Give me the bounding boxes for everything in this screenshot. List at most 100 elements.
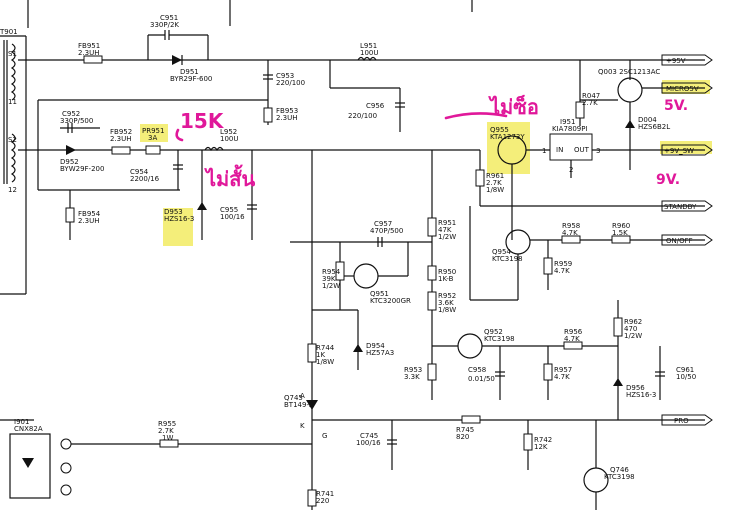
q745-thyristor-icon [306,400,318,410]
r955-icon [159,439,179,448]
label-q952: Q952 [484,328,503,336]
label-fb953-value: 2.3UH [276,114,298,122]
label-q955: Q955 [490,126,509,134]
label-gate-g: G [322,432,327,440]
label-r744: R744 [316,344,335,352]
label-fb954: FB954 [78,210,101,218]
fb954-icon [65,207,75,223]
highlight-pr951 [140,124,168,142]
r952-icon [427,291,437,311]
label-c953: C953 [276,72,294,80]
label-c951: C951 [160,14,178,22]
label-c954: C954 [130,168,149,176]
r741-icon [307,489,317,507]
label-fb951: FB951 [78,42,100,50]
highlight-d953 [163,208,193,246]
label-r962: R962 [624,318,642,326]
label-q954: Q954 [492,248,511,256]
label-d953-value: HZS16-3 [164,215,194,223]
label-r741: R741 [316,490,334,498]
label-fb951-value: 2.3UH [78,49,100,57]
r957-icon [543,363,553,381]
label-r745: R745 [456,426,474,434]
label-c957-value: 470P/500 [370,227,403,235]
note-fuse: 15K [180,109,225,133]
fb952-icon [111,146,131,155]
label-r958: R958 [562,222,580,230]
label-fb952: FB952 [110,128,132,136]
tag-pro [661,414,713,426]
label-i951: I951 [560,118,575,126]
label-gate-a: A [300,392,305,400]
label-c955-value: 100/16 [220,213,245,221]
label-q003: Q003 2SC1213AC [598,68,660,76]
label-c956: C956 [366,102,385,110]
l951-inductor-icon [357,56,377,62]
label-l952: L952 [220,128,237,136]
label-fb954-value: 2.3UH [78,217,100,225]
label-c745: C745 [360,432,378,440]
label-r745-value: 820 [456,433,469,441]
label-c951-value: 330P/2K [150,21,179,29]
q952-transistor-icon [457,333,483,359]
label-d952-value: BYW29F-200 [60,165,104,173]
label-c954-value: 2200/16 [130,175,160,183]
label-d004: D004 [638,116,657,124]
r951-icon [427,217,437,237]
label-r741-value: 220 [316,497,329,505]
label-pin2: 2 [569,166,573,174]
label-r951-value: 47K [438,226,452,234]
label-d956-value: HZS16-3 [626,391,656,399]
label-q746-value: KTC3198 [604,473,635,481]
label-r952-value: 3.6K [438,299,454,307]
note-fuse-arrow [175,128,184,142]
note-micro: 5V. [664,98,688,114]
label-d954: D954 [366,342,385,350]
label-r953: R953 [404,366,422,374]
tag-plus95v [661,54,713,66]
label-r952-rating: 1/8W [438,306,456,314]
label-c953-value: 220/100 [276,79,305,87]
r954-icon [335,261,345,281]
label-d953: D953 [164,208,183,216]
label-r951: R951 [438,219,456,227]
label-i901: I901 [14,418,29,426]
label-d956: D956 [626,384,645,392]
fb953-icon [263,107,273,123]
label-r955: R955 [158,420,176,428]
label-r959: R959 [554,260,572,268]
label-s2: S2 [8,136,17,144]
r958-icon [561,235,581,244]
label-q954-value: KTC3198 [492,255,523,263]
label-d951: D951 [180,68,199,76]
label-i901-value: CNX82A [14,425,43,433]
highlight-q955 [487,122,530,174]
label-r950-value: 1K-B [438,275,454,283]
label-pin11: 11 [8,98,17,106]
r953-icon [427,363,437,381]
label-q951: Q951 [370,290,389,298]
label-r956: R956 [564,328,583,336]
d953-zener-icon[interactable] [197,202,207,210]
label-r955-value: 2.7K [158,427,174,435]
label-d952: D952 [60,158,79,166]
label-c961: C961 [676,366,694,374]
label-r961-value: 2.7K [486,179,502,187]
net-plus95v: +95V [666,57,686,65]
label-c961-value: 10/50 [676,373,696,381]
label-c952: C952 [62,110,80,118]
pr951-fuse-icon[interactable] [145,145,161,155]
label-r047: R047 [582,92,600,100]
r047-icon [575,101,585,119]
label-r956-value: 4.7K [564,335,580,343]
label-r954: R954 [322,268,341,276]
net-pro: PRO [674,417,689,425]
d004-zener-icon [625,120,635,128]
label-pr951: PR951 [142,127,164,135]
i901-optocoupler-icon [9,433,51,499]
label-d954-value: HZ57A3 [366,349,394,357]
r742-icon [523,433,533,451]
label-i951-out: OUT [574,146,590,154]
note-transistor: ไม่ซ็อ [488,94,539,119]
